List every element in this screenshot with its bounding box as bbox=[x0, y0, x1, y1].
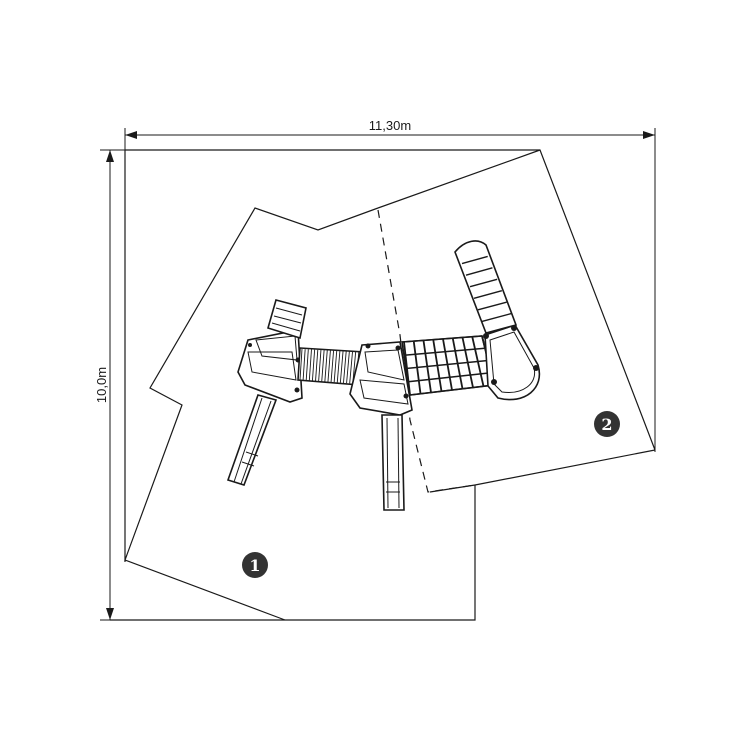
zone-2-bottom-edge bbox=[474, 449, 656, 486]
drawing-line bbox=[405, 359, 489, 370]
zone-2-outline bbox=[377, 149, 541, 209]
middle-slide bbox=[381, 414, 405, 511]
drawing-line bbox=[318, 349, 322, 382]
drawing-line bbox=[469, 278, 498, 288]
drawing-line bbox=[481, 312, 512, 323]
net-tunnel bbox=[401, 335, 495, 396]
drawing-line bbox=[349, 351, 353, 384]
drawing-line bbox=[302, 349, 306, 381]
drawing-line bbox=[401, 335, 483, 343]
drawing-line bbox=[311, 349, 316, 381]
left-ladder bbox=[267, 299, 307, 340]
drawing-line bbox=[409, 384, 495, 396]
drawing-line bbox=[403, 347, 486, 357]
right-platform bbox=[483, 324, 541, 401]
drawing-line bbox=[336, 350, 341, 383]
drawing-line bbox=[299, 348, 303, 381]
drawing-line bbox=[330, 350, 335, 383]
zone-1-outline bbox=[124, 207, 379, 621]
zone-1-badge: 1 bbox=[242, 552, 268, 578]
zone-divider bbox=[377, 209, 476, 493]
width-label: 11,30m bbox=[369, 118, 411, 133]
drawing-line bbox=[333, 350, 338, 383]
drawing-line bbox=[324, 350, 328, 382]
drawing-line bbox=[465, 267, 493, 276]
drawing-line bbox=[321, 350, 325, 382]
right-ladder bbox=[454, 240, 518, 334]
zone-2-number: 2 bbox=[601, 415, 612, 434]
drawing-line bbox=[407, 371, 492, 383]
zone-1-number: 1 bbox=[249, 556, 260, 575]
drawing-line bbox=[343, 351, 347, 383]
drawing-line bbox=[315, 349, 319, 382]
drawing-line bbox=[308, 349, 312, 381]
rope-bridge bbox=[297, 347, 365, 386]
left-tower bbox=[237, 329, 303, 403]
drawing-line bbox=[346, 351, 350, 384]
left-slide bbox=[226, 394, 278, 486]
drawing-line bbox=[339, 351, 344, 383]
drawing-line bbox=[305, 349, 309, 381]
middle-tower bbox=[349, 341, 413, 416]
drawing-line bbox=[327, 350, 331, 382]
site-boundary-bottom bbox=[110, 485, 476, 621]
height-label: 10,0m bbox=[94, 367, 109, 403]
drawing-line bbox=[461, 255, 488, 265]
drawing-line bbox=[473, 290, 503, 299]
width-dimension: 11,30m bbox=[124, 118, 656, 452]
drawing-line bbox=[477, 301, 507, 311]
zone-2-badge: 2 bbox=[594, 411, 620, 437]
